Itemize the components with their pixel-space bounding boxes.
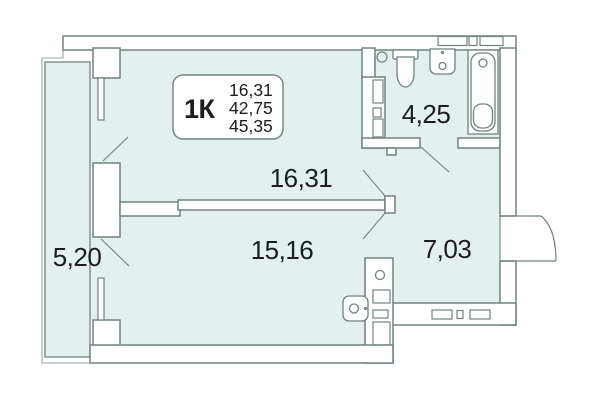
balcony-door-opening-line-upper bbox=[102, 136, 129, 162]
balcony-window-upper bbox=[97, 77, 105, 121]
balcony-window-lower bbox=[97, 277, 105, 321]
sink-icon bbox=[429, 48, 456, 75]
wall-bathroom-bottom-left bbox=[361, 137, 421, 149]
wall-balcony-pier-middle bbox=[92, 162, 121, 238]
walls bbox=[62, 35, 517, 364]
room-area-labels: 16,31 15,16 4,25 7,03 5,20 bbox=[53, 99, 472, 272]
wall-bathroom-bottom-right bbox=[457, 137, 501, 149]
vent-duct bbox=[468, 35, 478, 47]
wall-room-partition-left bbox=[119, 201, 181, 217]
bathroom-door-opening-line bbox=[420, 146, 450, 173]
wall-bottom bbox=[89, 344, 394, 364]
sink-tap-dot bbox=[440, 50, 445, 55]
balcony-floor bbox=[44, 61, 91, 358]
unit-area-value: 16,31 bbox=[229, 80, 273, 100]
entrance-door bbox=[500, 215, 557, 262]
bathtub-icon bbox=[467, 49, 499, 135]
vent-duct bbox=[456, 309, 464, 320]
bathtub-rim bbox=[467, 49, 499, 135]
fixtures bbox=[342, 48, 499, 322]
wall-right-upper bbox=[499, 47, 517, 217]
wall-hallway-bottom bbox=[391, 302, 517, 326]
unit-info-card: 1К 16,31 42,75 45,35 bbox=[172, 74, 284, 140]
living-room-area-label: 16,31 bbox=[270, 163, 333, 193]
sink-basin bbox=[429, 48, 456, 75]
outer-boundary-line bbox=[41, 50, 91, 364]
wall-top bbox=[62, 35, 517, 51]
shaft-box bbox=[372, 118, 384, 138]
balcony-opening-floor-lower bbox=[90, 237, 120, 320]
wall-bathroom-left-top bbox=[361, 47, 376, 79]
kitchen-sink-drain bbox=[348, 303, 360, 314]
sink-drain bbox=[438, 61, 447, 71]
unit-area-value: 42,75 bbox=[229, 98, 273, 118]
wall-room-partition bbox=[177, 199, 386, 211]
bathtub-inner bbox=[470, 52, 496, 132]
balcony-area-label: 5,20 bbox=[53, 242, 102, 272]
living-passage-opening-line bbox=[362, 169, 386, 197]
balcony-door-opening-line-lower bbox=[100, 238, 130, 267]
kitchen-sink-icon bbox=[342, 295, 369, 322]
shaft-box bbox=[372, 321, 391, 346]
opening-lines bbox=[100, 136, 450, 267]
unit-area-value: 45,35 bbox=[229, 116, 273, 136]
unit-info-card-box bbox=[172, 74, 284, 140]
toilet-bowl bbox=[396, 56, 415, 88]
unit-type-label: 1К bbox=[184, 94, 216, 124]
kitchen-passage-opening-line bbox=[362, 212, 386, 240]
bathtub-drain bbox=[478, 58, 488, 68]
shaft-box bbox=[372, 289, 391, 304]
bathroom-area-label: 4,25 bbox=[402, 99, 451, 129]
wall-door-stop bbox=[386, 147, 397, 156]
vent-duct bbox=[437, 35, 468, 47]
vent-duct bbox=[479, 35, 504, 47]
kitchen-sink-tap-dot bbox=[363, 306, 368, 311]
kitchen-living-area-label: 15,16 bbox=[251, 235, 314, 265]
kitchen-sink-body bbox=[342, 295, 369, 322]
shaft-box bbox=[372, 79, 384, 104]
vent-duct bbox=[431, 309, 453, 320]
vent-hole-icon bbox=[374, 269, 386, 281]
wall-partition-end-cap bbox=[384, 195, 396, 214]
toilet-icon bbox=[392, 49, 419, 88]
vent-duct bbox=[469, 309, 491, 320]
wall-balcony-pier-top bbox=[92, 47, 121, 79]
balcony-opening-floor-upper bbox=[90, 78, 120, 163]
shaft-box bbox=[372, 107, 382, 118]
vent-hole-icon bbox=[376, 51, 388, 63]
bathtub-basin-end bbox=[472, 103, 494, 129]
entrance-door-swing-arc bbox=[540, 215, 557, 262]
shaft-box bbox=[372, 309, 389, 319]
hallway-area-label: 7,03 bbox=[423, 234, 472, 264]
